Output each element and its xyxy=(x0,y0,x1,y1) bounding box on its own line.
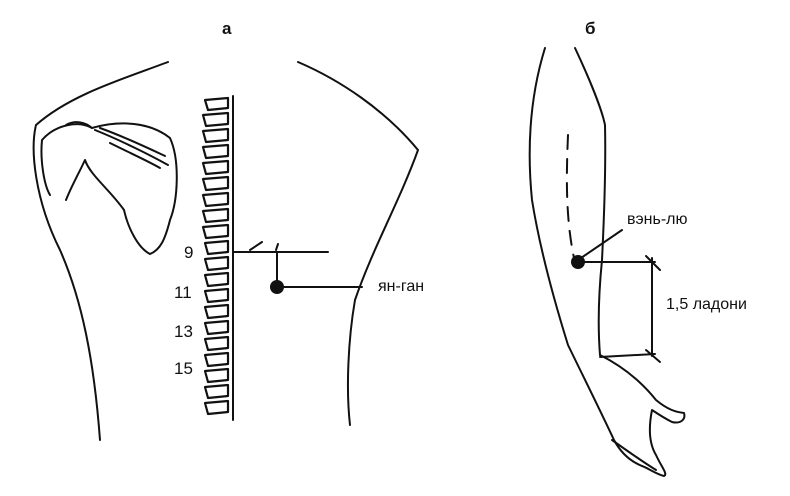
point-label-yan-gan: ян-ган xyxy=(378,278,425,295)
distance-top-tick xyxy=(645,255,661,271)
distance-bottom-tick xyxy=(645,349,661,363)
scapula xyxy=(40,122,178,255)
arm-outline-left xyxy=(528,47,643,467)
panel-label-a: а xyxy=(222,19,232,38)
wrist-crease xyxy=(599,353,656,358)
acupoint-marker-b xyxy=(571,255,585,269)
vertebra-label-11: 11 xyxy=(174,283,192,302)
forearm-figure xyxy=(528,47,686,477)
distance-label: 1,5 ладони xyxy=(666,296,747,313)
scapula-detail-3 xyxy=(109,142,161,169)
dashed-meridian xyxy=(565,134,575,259)
arm-outline-right xyxy=(574,47,607,356)
scapula-detail-1 xyxy=(94,129,169,166)
point-label-ven-lyu: вэнь-лю xyxy=(627,211,688,228)
scapula-detail-2 xyxy=(99,127,166,157)
tick-mark-2 xyxy=(275,243,279,251)
leader-line-b xyxy=(580,229,623,259)
hand-outline xyxy=(599,354,686,477)
scapula-detail-4 xyxy=(65,121,93,129)
vertebra-label-9: 9 xyxy=(184,243,194,262)
right-body-outline xyxy=(297,61,419,426)
vertebra-label-15: 15 xyxy=(174,359,193,378)
vertebrae-column xyxy=(201,96,230,416)
left-body-outline xyxy=(32,61,169,441)
acupoint-marker-a xyxy=(270,280,284,294)
panel-label-b: б xyxy=(585,19,596,38)
vertebra-label-13: 13 xyxy=(174,322,193,341)
back-torso-figure xyxy=(32,61,419,441)
tick-mark-1 xyxy=(249,241,263,251)
